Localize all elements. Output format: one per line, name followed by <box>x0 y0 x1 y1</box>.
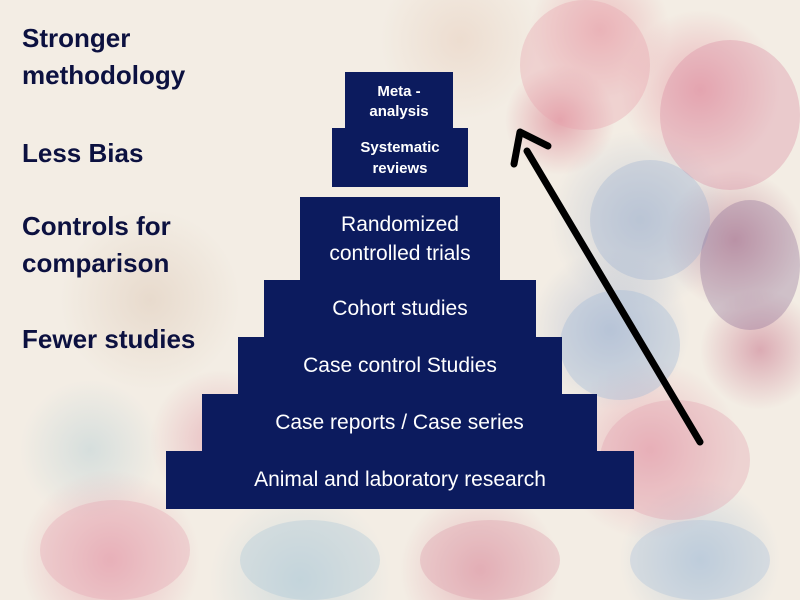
tier-systematic-reviews: Systematic reviews <box>332 128 468 187</box>
tier-text: Case reports / Case series <box>275 411 524 434</box>
tier-text: reviews <box>372 159 428 177</box>
tier-cohort-studies: Cohort studies <box>264 280 536 338</box>
label-less-bias: Less Bias <box>22 138 144 168</box>
background-cell <box>660 40 800 190</box>
background-cell <box>240 520 380 600</box>
tier-text: Cohort studies <box>332 297 468 320</box>
tier-animal-laboratory-research: Animal and laboratory research <box>166 451 634 509</box>
pyramid-criteria-labels: Stronger methodology Less Bias Controls … <box>22 0 222 600</box>
background-cell <box>630 520 770 600</box>
tier-case-control-studies: Case control Studies <box>238 337 562 395</box>
label-line: Controls for <box>22 211 171 241</box>
tier-meta-analysis: Meta - analysis <box>345 72 453 129</box>
background-cell <box>590 160 710 280</box>
background-cell <box>560 290 680 400</box>
label-fewer-studies: Fewer studies <box>22 324 196 354</box>
background-cell <box>40 500 190 600</box>
background-cell <box>420 520 560 600</box>
tier-text: Animal and laboratory research <box>254 468 546 491</box>
background-cell <box>700 200 800 330</box>
label-line: comparison <box>22 248 170 278</box>
label-controls-for-comparison: Controls for comparison <box>22 208 171 282</box>
tier-randomized-controlled-trials: Randomized controlled trials <box>300 197 500 281</box>
tier-text: Randomized <box>341 213 459 236</box>
label-line: methodology <box>22 60 186 90</box>
label-stronger-methodology: Stronger methodology <box>22 20 185 94</box>
background-cell <box>520 0 650 130</box>
tier-text: controlled trials <box>329 242 471 265</box>
label-line: Stronger <box>22 23 131 53</box>
tier-text: Meta - <box>377 82 421 100</box>
tier-case-reports: Case reports / Case series <box>202 394 597 452</box>
tier-text: analysis <box>369 102 429 120</box>
tier-text: Systematic <box>360 138 440 156</box>
tier-text: Case control Studies <box>303 354 497 377</box>
